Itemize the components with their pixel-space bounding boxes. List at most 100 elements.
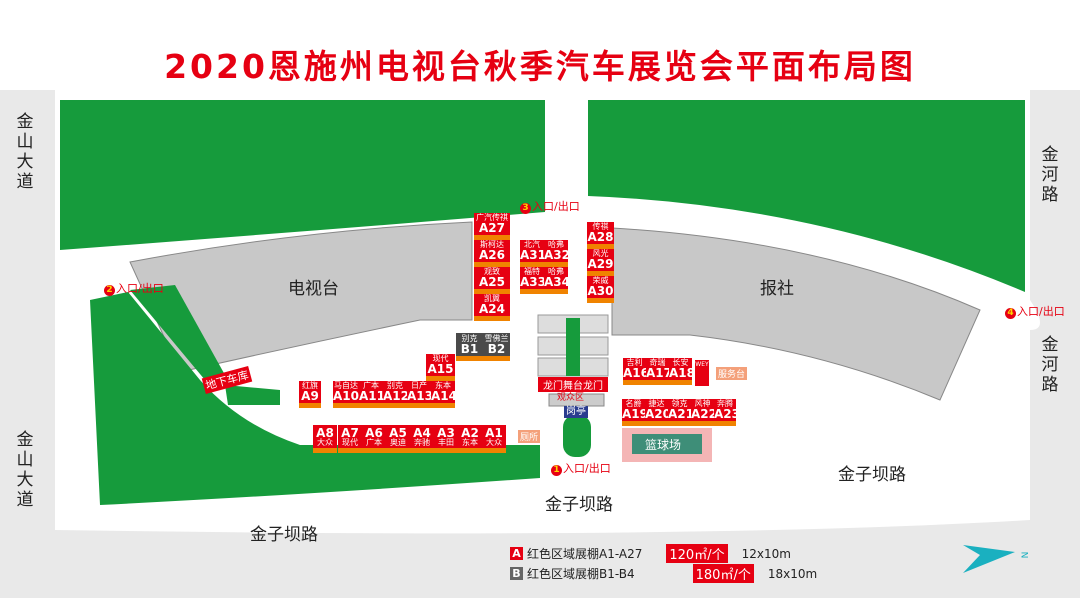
legend-key: A (510, 547, 523, 560)
booth-brand: 马自达 (334, 381, 358, 390)
entrance-label: 入口/出口 (563, 462, 611, 475)
booth-code: A3 (437, 425, 455, 440)
booth-brand: 大众 (317, 437, 333, 447)
booth-code: A27 (479, 221, 505, 235)
booth-code: A32 (544, 248, 570, 262)
legend-key: B (510, 567, 523, 580)
booth-brand: 奔腾 (717, 399, 733, 408)
booth-brand: 现代 (432, 354, 449, 363)
booth-code: B2 (487, 341, 506, 356)
booth-brand: 长安 (672, 358, 689, 367)
green-strip (130, 285, 225, 380)
booth-brand: 红旗 (302, 381, 318, 390)
booth-code: A15 (427, 362, 454, 376)
booth-brand: 奔驰 (414, 437, 430, 447)
booth-brand: 北汽 (524, 240, 540, 249)
booth-code: A14 (431, 389, 457, 403)
road-jinziba-left: 金子坝路 (250, 525, 318, 545)
booth-brand: 捷达 (648, 399, 665, 408)
road-jinziba-mid: 金子坝路 (545, 495, 613, 515)
legend-row-a: A 红色区域展棚A1-A27 120㎡/个 12x10m (510, 544, 791, 563)
legend-price: 180㎡/个 (692, 564, 754, 583)
wey-booth[interactable]: WEY (695, 360, 709, 386)
legend-text: 红色区域展棚A1-A27 (527, 547, 643, 561)
road-jinhe-bottom: 金河路 (1041, 335, 1059, 395)
booth-code: A29 (587, 257, 614, 271)
entrance-number: 2 (104, 285, 115, 296)
guard-booth: 岗亭 (564, 406, 588, 418)
booth-brand: 东本 (462, 437, 478, 447)
green-oval (563, 415, 591, 457)
entrance-label: 入口/出口 (116, 282, 164, 295)
road-jinziba-right: 金子坝路 (838, 465, 906, 485)
booth-brand: 广本 (366, 437, 382, 447)
booth-code: A25 (479, 275, 505, 289)
entrance-number: 1 (551, 465, 562, 476)
compass-label: N (1018, 551, 1029, 559)
booth-brand: 大众 (486, 437, 502, 447)
page-title: 2020恩施州电视台秋季汽车展览会平面布局图 (164, 47, 916, 86)
booth-code: A18 (669, 366, 695, 380)
booth-brand: 雪佛兰 (484, 333, 509, 343)
booth-brand: 哈弗 (548, 267, 564, 276)
booth-brand: 别克 (461, 333, 478, 343)
booth-brand: 别克 (387, 381, 403, 390)
booth-brand: 名爵 (625, 399, 642, 408)
booth-code: A23 (714, 407, 740, 421)
road-jinshan-bottom: 金山大道 (16, 430, 34, 510)
booth-brand: 斯柯达 (480, 240, 504, 249)
booth-brand: 荣威 (592, 276, 609, 285)
booth-brand: 吉利 (626, 358, 643, 367)
tv-building-label: 电视台 (288, 279, 339, 299)
basketball-label: 篮球场 (645, 438, 682, 452)
legend-row-b: B 红色区域展棚B1-B4 180㎡/个 18x10m (510, 564, 817, 583)
entrance-label: 入口/出口 (1017, 305, 1065, 318)
booth-code: A13 (407, 389, 433, 403)
booth-code: A11 (359, 389, 385, 403)
booth-brand: 奥迪 (390, 437, 406, 447)
road-jinhe-top: 金河路 (1041, 145, 1059, 205)
entrance-number: 4 (1005, 308, 1016, 319)
booth-code: A10 (333, 389, 359, 403)
